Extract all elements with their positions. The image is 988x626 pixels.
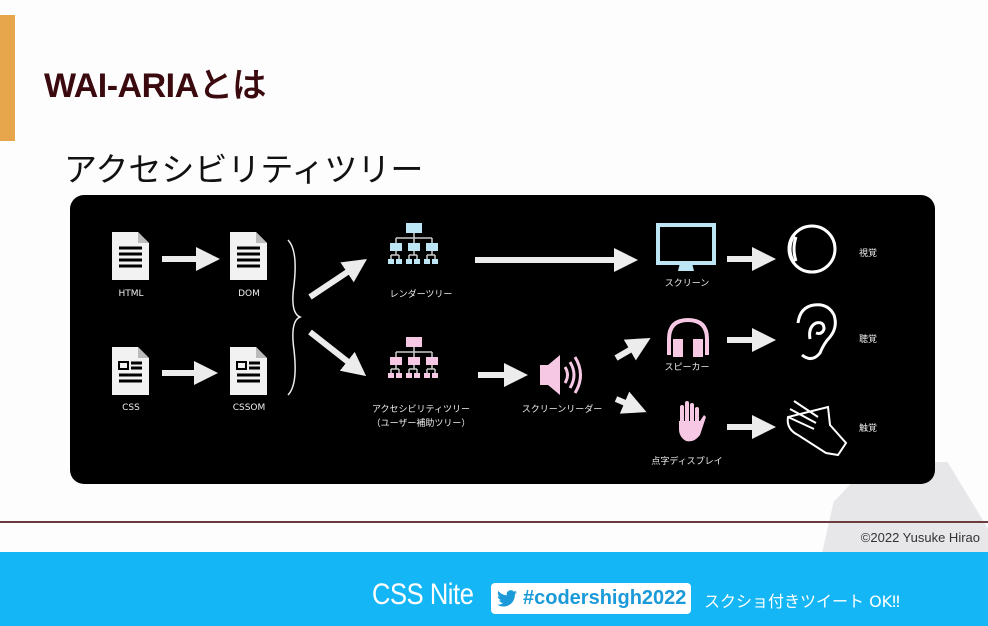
headphones-icon: [667, 317, 709, 357]
label-hearing: 聴覚: [858, 335, 878, 345]
label-dom: DOM: [238, 289, 260, 299]
ear-icon: [796, 303, 837, 360]
label-speaker: スピーカー: [664, 363, 710, 373]
diagram-panel: HTML DOM CSS CSSOM レンダーツリー アクセシビリティツリー （…: [70, 195, 935, 484]
copyright: ©2022 Yusuke Hirao: [860, 530, 980, 545]
twitter-icon: [497, 590, 517, 607]
slide-title: WAI-ARIAとは: [44, 67, 266, 105]
tweet-note: スクショ付きツイート OK‼: [704, 592, 900, 611]
label-html: HTML: [118, 289, 144, 299]
a11y-tree-icon: [387, 336, 439, 379]
dom-doc-icon: [230, 232, 267, 280]
html-doc-icon: [112, 232, 149, 280]
slide-subtitle: アクセシビリティツリー: [64, 150, 424, 189]
cssom-doc-icon: [230, 347, 267, 395]
hand-outline-icon: [786, 400, 848, 457]
accent-bar: [0, 15, 15, 141]
eye-icon: [787, 224, 837, 274]
label-a11y-tree-sub: （ユーザー補助ツリー）: [371, 419, 471, 429]
label-screen: スクリーン: [664, 279, 710, 289]
hand-icon: [679, 401, 706, 442]
css-doc-icon: [112, 347, 149, 395]
brace-icon: [287, 239, 303, 396]
render-tree-icon: [387, 222, 439, 265]
label-sight: 視覚: [858, 249, 878, 259]
label-cssom: CSSOM: [232, 403, 266, 413]
hashtag-text: #codershigh2022: [523, 587, 687, 609]
label-braille: 点字ディスプレイ: [651, 457, 723, 467]
footer-rule: [0, 521, 988, 523]
speaker-icon: [540, 355, 582, 395]
diagram-graphics: [112, 222, 848, 457]
label-screen-reader: スクリーンリーダー: [521, 405, 603, 415]
label-render-tree: レンダーツリー: [389, 290, 453, 300]
label-css: CSS: [122, 403, 140, 413]
hashtag-badge[interactable]: #codershigh2022: [491, 583, 691, 614]
brand-logo: CSS Nite: [372, 578, 474, 611]
monitor-icon: [656, 223, 716, 271]
label-a11y-tree: アクセシビリティツリー: [371, 405, 471, 415]
label-touch: 触覚: [858, 424, 878, 434]
